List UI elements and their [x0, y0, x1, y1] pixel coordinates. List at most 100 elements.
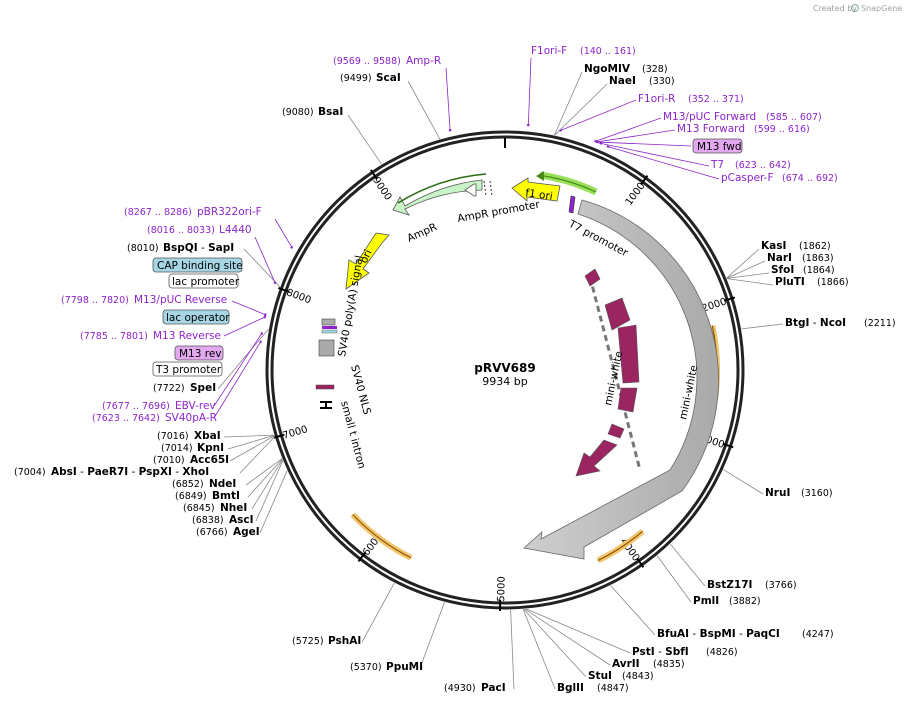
enzyme-sfoi-pos: (1864)	[803, 265, 835, 276]
enzyme-leader-15	[523, 608, 587, 678]
enzyme-psti-group: PstI - SbfI	[632, 646, 689, 658]
enzyme-leader-3	[347, 114, 382, 165]
enzyme-bspqi-pos: (8010)	[127, 243, 159, 254]
enzyme-pluti-pos: (1866)	[817, 277, 849, 288]
primer-leader-13	[213, 341, 261, 419]
tick-label-8000: 8000	[285, 287, 313, 306]
primer-pbr322-pos: (8267 .. 8286)	[124, 207, 192, 218]
enzyme-bstz17i: BstZ17I	[707, 579, 752, 591]
enzyme-kpni: KpnI	[197, 442, 224, 454]
enzyme-leader-20	[259, 470, 288, 534]
tick-1000	[640, 175, 649, 186]
tick-2000	[724, 296, 736, 302]
enzyme-asci: AscI	[229, 514, 254, 526]
enzyme-leader-6	[726, 272, 770, 279]
enzyme-spei: SpeI	[190, 382, 216, 394]
enzyme-ppumi: PpuMI	[386, 661, 423, 673]
enzyme-stui: StuI	[588, 670, 612, 682]
primer-mark-6	[599, 141, 603, 145]
box-cap-label: CAP binding site	[157, 260, 243, 272]
enzyme-btgi-ncoi: BtgI - NcoI	[785, 317, 846, 329]
enzyme-bstz17i-pos: (3766)	[765, 580, 797, 591]
primer-ebvrev-pos: (7677 .. 7696)	[102, 401, 170, 412]
enzyme-pshai: PshAI	[328, 635, 361, 647]
primer-m13fwd-box	[692, 138, 743, 154]
primer-leader-4	[597, 129, 676, 143]
primer-ampr-name: Amp-R	[406, 55, 441, 67]
primer-mark-0	[448, 128, 452, 132]
enzyme-scai: ScaI	[376, 72, 401, 84]
enzyme-bfuai-pos: (4247)	[802, 629, 834, 640]
backbone-inner-ring	[270, 135, 740, 605]
enzyme-bglii: BglII	[557, 682, 584, 694]
primer-sv40par-name: SV40pA-R	[165, 412, 217, 424]
tick-7000	[273, 433, 285, 439]
enzyme-xbai: XbaI	[194, 430, 221, 442]
enzyme-kpni-pos: (7014)	[161, 443, 193, 454]
enzyme-pmli: PmlI	[693, 595, 719, 607]
enzyme-nari: NarI	[767, 252, 792, 264]
enzyme-bspqi-group: BspQI - SapI	[163, 242, 234, 254]
enzyme-spei-pos: (7722)	[153, 383, 185, 394]
enzyme-acc65i-pos: (7010)	[153, 455, 185, 466]
primer-mark-5	[596, 140, 600, 144]
primer-l4440-pos: (8016 .. 8033)	[147, 225, 215, 236]
tick-label-5000: 5000	[496, 576, 508, 602]
enzyme-bmti: BmtI	[212, 490, 240, 502]
primer-f1orir-pos: (352 .. 371)	[688, 94, 744, 105]
primer-sv40par-pos: (7623 .. 7642)	[92, 413, 160, 424]
tick-9000	[369, 169, 378, 180]
primer-m13rev-box-label: M13 rev	[179, 348, 222, 360]
enzyme-paci: PacI	[481, 682, 506, 694]
enzyme-nrui-pos: (3160)	[801, 488, 833, 499]
enzyme-leader-28	[223, 434, 275, 438]
enzyme-leader-22	[251, 459, 283, 510]
primer-leader-6	[600, 143, 710, 167]
orf-arc-3-core	[352, 514, 412, 559]
enzyme-nrui: NruI	[765, 487, 790, 499]
primer-leader-3	[595, 117, 662, 142]
enzyme-leader-14	[524, 608, 611, 666]
credit-brand: SnapGene	[861, 4, 902, 13]
primer-m13fwd-pos: (599 .. 616)	[754, 124, 810, 135]
feature-miniwhite-outer-arrow	[523, 199, 719, 560]
primer-pbr322-name: pBR322ori-F	[197, 206, 262, 218]
feature-amprpromoter-arrow	[464, 183, 477, 197]
primer-mark-7	[606, 145, 610, 149]
primer-f1orir-name: F1ori-R	[638, 93, 675, 105]
enzyme-leader-9	[723, 469, 764, 495]
enzyme-ngomiv: NgoMIV	[584, 63, 631, 75]
feature-ori-arrow	[345, 232, 390, 290]
enzyme-pshai-pos: (5725)	[292, 636, 324, 647]
enzyme-avrii-pos: (4835)	[653, 659, 685, 670]
enzyme-leader-17	[510, 609, 515, 690]
enzyme-kasi-pos: (1862)	[799, 241, 831, 252]
label-amprpromoter: AmpR promoter	[456, 199, 541, 225]
box-t3promoter	[152, 361, 223, 377]
primer-t7-pos: (623 .. 642)	[735, 160, 791, 171]
primer-l4440-name: L4440	[219, 224, 252, 236]
tick-4000	[636, 557, 645, 568]
orf-arc-2-core	[597, 530, 643, 562]
primer-mark-8	[290, 245, 294, 249]
box-lacpromoter	[168, 273, 239, 289]
enzyme-leader-24	[245, 458, 283, 486]
enzyme-kasi: KasI	[761, 240, 786, 252]
enzyme-naei-pos: (330)	[649, 76, 675, 87]
backbone-outer-ring	[265, 130, 745, 610]
primer-leader-lines	[213, 57, 720, 419]
enzyme-leader-7	[726, 278, 774, 286]
enzyme-leader-13	[526, 608, 631, 654]
box-t3promoter-label: T3 promoter	[155, 364, 222, 376]
tick-label-7000: 7000	[281, 424, 309, 442]
leader-lines	[217, 71, 784, 690]
enzyme-leader-16	[522, 609, 556, 690]
enzyme-leader-10	[669, 543, 706, 587]
enzyme-leader-18	[419, 602, 445, 669]
feature-ampr-green-line	[397, 173, 487, 204]
enzyme-scai-pos: (9499)	[340, 73, 372, 84]
enzyme-paci-pos: (4930)	[444, 683, 476, 694]
primer-leader-11	[223, 316, 265, 337]
primer-mark-11	[263, 315, 266, 319]
enzyme-pmli-pos: (3882)	[729, 596, 761, 607]
